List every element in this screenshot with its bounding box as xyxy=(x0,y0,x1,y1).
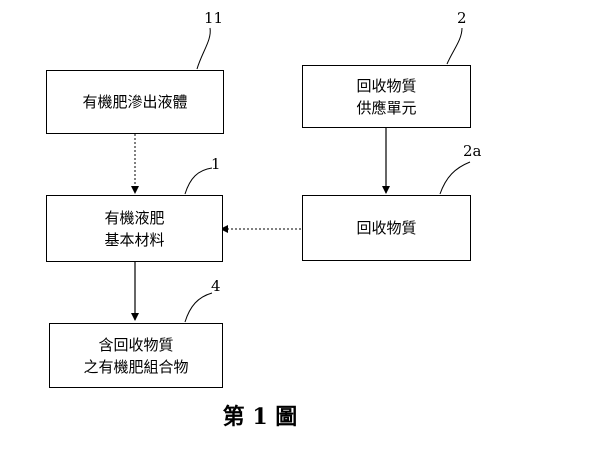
ref-label-11: 11 xyxy=(204,9,224,27)
leader-line-1 xyxy=(184,167,213,195)
box-base-material: 有機液肥 基本材料 xyxy=(46,195,223,262)
box-base-material-line-2: 基本材料 xyxy=(104,230,165,249)
ref-label-1: 1 xyxy=(211,155,221,173)
box-composition-line-2: 之有機肥組合物 xyxy=(83,357,189,376)
ref-label-2: 2 xyxy=(457,9,467,27)
box-seepage-liquid: 有機肥滲出液體 xyxy=(46,70,224,134)
leader-line-4 xyxy=(184,292,213,323)
leader-line-2 xyxy=(446,27,463,65)
box-composition-line-1: 含回收物質 xyxy=(98,335,174,354)
figure-caption: 第 1 圖 xyxy=(222,404,298,430)
leader-line-11 xyxy=(196,27,211,70)
box-composition: 含回收物質 之有機肥組合物 xyxy=(49,323,223,388)
box-recycled-supply-unit-line-1: 回收物質 xyxy=(356,76,417,95)
ref-label-2a: 2a xyxy=(463,142,482,160)
box-recycled-material-label: 回收物質 xyxy=(356,219,417,237)
box-seepage-liquid-label: 有機肥滲出液體 xyxy=(82,93,188,111)
leader-line-2a xyxy=(439,161,471,195)
ref-label-4: 4 xyxy=(211,277,221,295)
box-recycled-material: 回收物質 xyxy=(302,195,471,261)
box-recycled-supply-unit-line-2: 供應單元 xyxy=(356,98,417,117)
box-recycled-supply-unit: 回收物質 供應單元 xyxy=(302,65,471,128)
box-base-material-line-1: 有機液肥 xyxy=(104,208,165,227)
